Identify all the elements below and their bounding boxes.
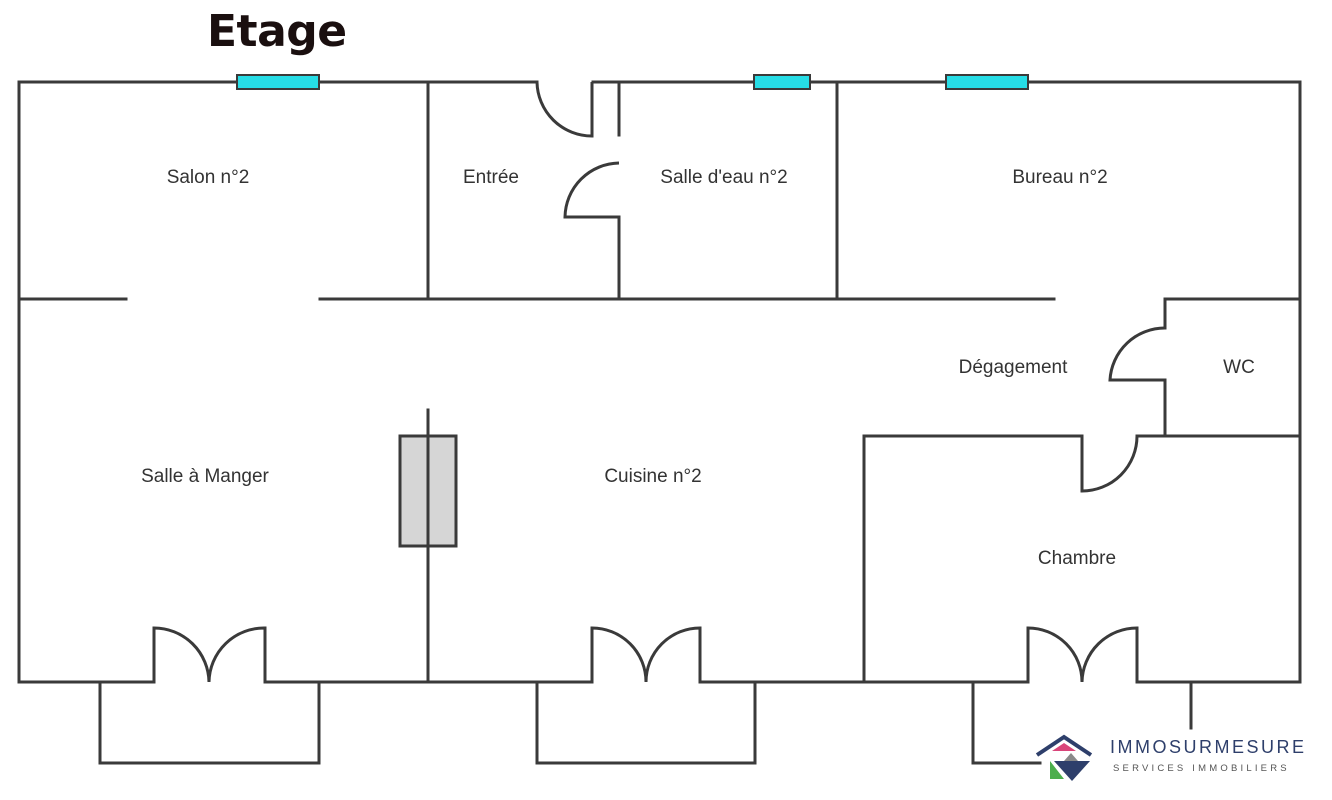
- floor-title: Etage: [207, 6, 347, 57]
- brand-name: IMMOSURMESURE: [1110, 737, 1307, 757]
- double-door-chambre: [1026, 626, 1139, 683]
- door-wc: [1108, 326, 1166, 382]
- double-door-salle-manger: [152, 626, 267, 683]
- room-label-degagement: Dégagement: [959, 357, 1069, 378]
- window-salle-eau: [753, 74, 811, 90]
- room-label-chambre: Chambre: [1038, 548, 1116, 569]
- balconies: [98, 680, 1193, 765]
- windows: [236, 74, 1029, 90]
- door-entrance: [535, 81, 594, 138]
- balcony-cuisine: [535, 680, 757, 765]
- room-label-entree: Entrée: [463, 167, 519, 188]
- house-logo-icon: [1035, 734, 1093, 781]
- door-salle-eau: [563, 161, 620, 219]
- window-salon: [236, 74, 320, 90]
- double-door-cuisine: [590, 626, 702, 683]
- room-label-bureau: Bureau n°2: [1012, 167, 1107, 188]
- balcony-salle-manger: [98, 680, 321, 765]
- door-chambre: [1080, 435, 1139, 493]
- room-label-wc: WC: [1223, 357, 1255, 378]
- doors: [152, 81, 1166, 683]
- brand-logo: IMMOSURMESURE SERVICES IMMOBILIERS: [1034, 733, 1324, 783]
- chimney: [398, 434, 458, 548]
- room-label-salle-eau: Salle d'eau n°2: [660, 167, 787, 188]
- brand-tagline: SERVICES IMMOBILIERS: [1113, 763, 1290, 774]
- room-label-salle-manger: Salle à Manger: [141, 466, 269, 487]
- balcony-chambre: [971, 680, 1042, 765]
- window-bureau: [945, 74, 1029, 90]
- room-label-salon: Salon n°2: [167, 167, 250, 188]
- room-label-cuisine: Cuisine n°2: [604, 466, 701, 487]
